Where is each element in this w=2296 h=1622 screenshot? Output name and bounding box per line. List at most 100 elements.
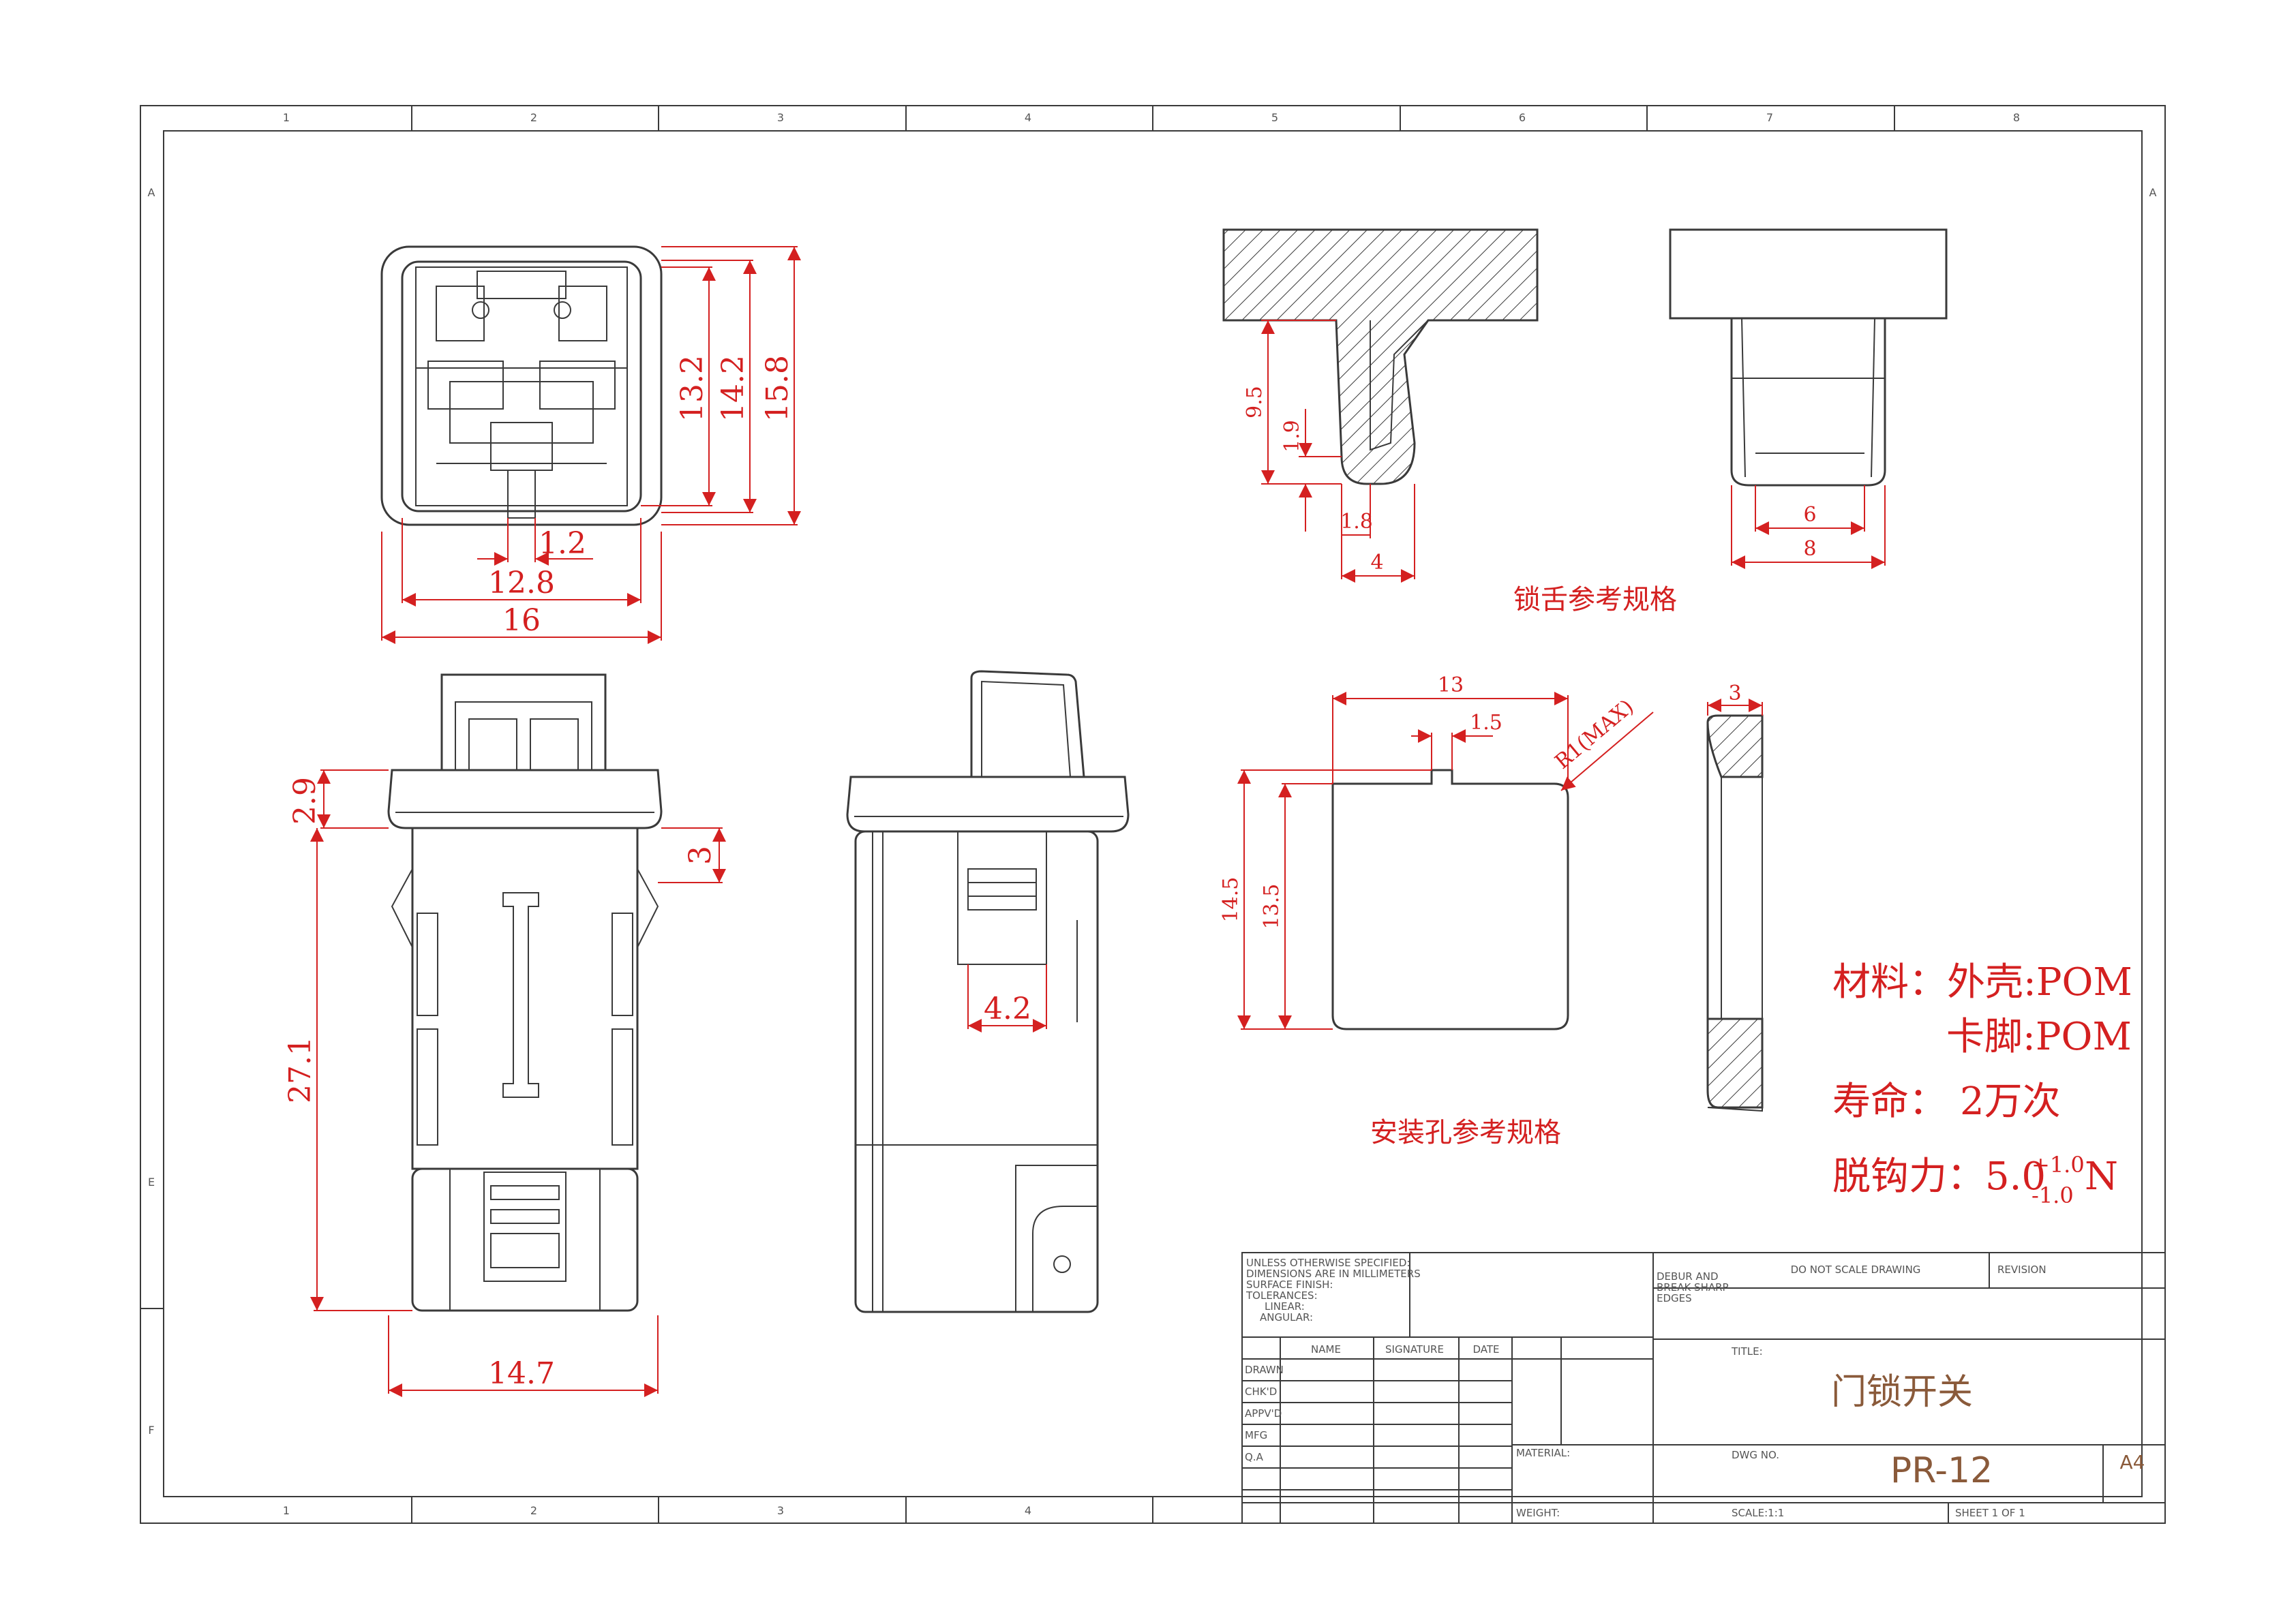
row-mfg: MFG	[1245, 1429, 1267, 1441]
top-view	[380, 245, 663, 526]
dim-1-5: 1.5	[1470, 711, 1502, 735]
tongue-end-dim-text: 6 8	[1803, 503, 1816, 561]
zone-row-e: E	[148, 1176, 155, 1189]
spec-material-2: 卡脚:POM	[1946, 1015, 2132, 1059]
hole-section	[1706, 714, 1764, 1112]
material-label: MATERIAL:	[1516, 1447, 1570, 1459]
title-block	[1241, 1252, 2166, 1524]
zone-col-2: 2	[530, 111, 537, 124]
row-appvd: APPV'D	[1245, 1407, 1282, 1420]
dim-14-7: 14.7	[488, 1356, 555, 1391]
dim-1-2: 1.2	[539, 526, 586, 561]
hole-view-dim-text: 13 1.5 R1(MAX) 14.5 13.5	[1219, 673, 1638, 929]
front-view-dims	[310, 769, 726, 1397]
tongue-end-view	[1669, 228, 1948, 487]
dim-1-8: 1.8	[1340, 510, 1373, 534]
dim-1-9: 1.9	[1280, 420, 1304, 453]
zone-col-6: 6	[1519, 111, 1526, 124]
title-label: TITLE:	[1731, 1345, 1763, 1358]
top-view-dims	[381, 246, 801, 644]
tongue-section-dims	[1261, 320, 1415, 583]
dim-3: 3	[683, 846, 718, 865]
row-chkd: CHK'D	[1245, 1386, 1277, 1398]
dim-6: 6	[1803, 503, 1816, 527]
col-date: DATE	[1472, 1343, 1499, 1356]
zone-col-4: 4	[1025, 111, 1031, 124]
note-2: SURFACE FINISH:	[1246, 1279, 1333, 1291]
dim-13: 13	[1438, 673, 1464, 697]
zone-col-b3: 3	[777, 1504, 784, 1517]
tongue-caption: 锁舌参考规格	[1513, 584, 1677, 615]
top-view-dim-text: 13.2 14.2 15.8 1.2 12.8 16	[488, 355, 795, 638]
dim-2-9: 2.9	[288, 777, 322, 825]
dim-4-2: 4.2	[984, 992, 1031, 1026]
note-5: ANGULAR:	[1260, 1311, 1313, 1323]
side-view	[846, 670, 1130, 1313]
zone-col-b1: 1	[283, 1504, 290, 1517]
drawing-title: 门锁开关	[1831, 1372, 1973, 1413]
debur-2: EDGES	[1657, 1292, 1692, 1304]
col-signature: SIGNATURE	[1385, 1343, 1444, 1356]
hole-caption: 安装孔参考规格	[1370, 1117, 1561, 1148]
debur-0: DEBUR AND	[1657, 1270, 1719, 1283]
dim-14-2: 14.2	[716, 355, 751, 422]
front-view	[387, 673, 663, 1312]
dim-9-5: 9.5	[1243, 386, 1267, 418]
zone-col-5: 5	[1271, 111, 1278, 124]
front-view-dim-text: 2.9 3 27.1 14.7	[283, 777, 718, 1391]
col-name: NAME	[1311, 1343, 1341, 1356]
dim-14-5: 14.5	[1219, 877, 1243, 923]
paper-size: A4	[2120, 1451, 2145, 1473]
dim-13-5: 13.5	[1260, 884, 1284, 930]
note-1: DIMENSIONS ARE IN MILLIMETERS	[1246, 1268, 1421, 1280]
dim-3-panel: 3	[1728, 682, 1741, 705]
tongue-end-dims	[1731, 485, 1886, 569]
dim-13-2: 13.2	[675, 355, 710, 422]
hole-section-dims	[1707, 699, 1763, 716]
zone-col-1: 1	[283, 111, 290, 124]
dim-12-8: 12.8	[488, 566, 555, 600]
side-view-dims	[967, 964, 1047, 1032]
row-drawn: DRAWN	[1245, 1364, 1284, 1376]
spec-force-plus: +1.0	[2031, 1152, 2085, 1178]
spec-material: 材料：外壳:POM	[1832, 960, 2132, 1005]
zone-col-8: 8	[2013, 111, 2020, 124]
revision: REVISION	[1997, 1264, 2046, 1276]
dwg-no-label: DWG NO.	[1732, 1449, 1779, 1461]
zone-row-f: F	[148, 1424, 154, 1437]
zone-col-b4: 4	[1025, 1504, 1031, 1517]
note-4: LINEAR:	[1265, 1300, 1305, 1313]
dim-27-1: 27.1	[283, 1037, 318, 1103]
title-block-text: UNLESS OTHERWISE SPECIFIED: DIMENSIONS A…	[1245, 1257, 2046, 1519]
zone-col-b2: 2	[530, 1504, 537, 1517]
hole-view	[1331, 769, 1569, 1030]
spec-force-minus: -1.0	[2031, 1182, 2074, 1208]
weight-label: WEIGHT:	[1516, 1507, 1560, 1519]
dim-15-8: 15.8	[760, 355, 795, 422]
specs-block: 材料：外壳:POM 卡脚:POM 寿命： 2万次 脱钩力：5.0 +1.0 -1…	[1832, 960, 2132, 1208]
scale-label: SCALE:1:1	[1732, 1507, 1784, 1519]
zone-row-a-right: A	[2149, 186, 2157, 199]
zone-row-a: A	[148, 186, 155, 199]
debur-1: BREAK SHARP	[1657, 1281, 1729, 1294]
zone-col-3: 3	[777, 111, 784, 124]
dim-16: 16	[502, 603, 541, 638]
drawing-number: PR-12	[1890, 1450, 1993, 1491]
note-3: TOLERANCES:	[1245, 1289, 1318, 1302]
note-0: UNLESS OTHERWISE SPECIFIED:	[1246, 1257, 1410, 1269]
sheet-label: SHEET 1 OF 1	[1955, 1507, 2025, 1519]
spec-force: 脱钩力：5.0	[1832, 1154, 2046, 1199]
do-not-scale: DO NOT SCALE DRAWING	[1791, 1264, 1921, 1276]
dim-8: 8	[1803, 537, 1816, 561]
spec-force-unit: N	[2085, 1154, 2118, 1199]
row-qa: Q.A	[1245, 1451, 1264, 1463]
spec-life-value: 2万次	[1960, 1080, 2061, 1124]
hole-view-dims	[1237, 692, 1654, 1030]
zone-col-7: 7	[1766, 111, 1773, 124]
tongue-section	[1222, 228, 1539, 485]
dim-4-tongue: 4	[1370, 551, 1383, 575]
zone-labels: 1 2 3 4 5 6 7 8 1 2 3 4 A E F A	[148, 111, 2157, 1517]
sheet-border	[140, 105, 2166, 1524]
